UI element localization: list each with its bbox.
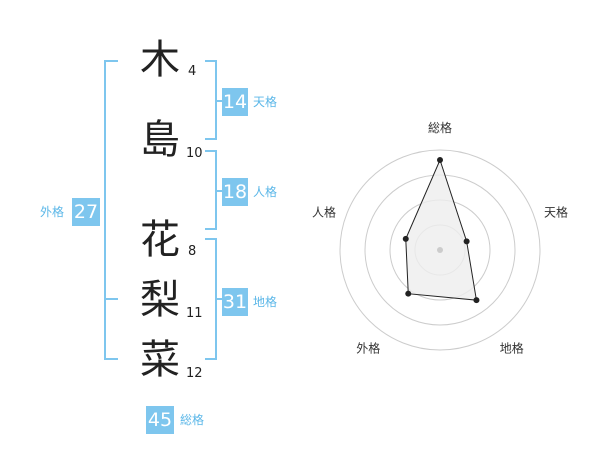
radar-axis-label-2: 天格 xyxy=(544,204,568,219)
tenkaku-connector xyxy=(217,100,223,102)
radar-grid-ring xyxy=(339,149,541,351)
stroke-count-1: 4 xyxy=(188,64,197,79)
stroke-count-3: 8 xyxy=(188,244,197,259)
radar-series-area xyxy=(405,158,478,301)
soukaku-badge: 45 xyxy=(146,406,174,434)
tenkaku-label: 天格 xyxy=(253,95,278,109)
tenkaku-badge: 14 xyxy=(222,88,248,116)
name-char-3: 花 xyxy=(140,217,180,263)
stroke-count-2: 10 xyxy=(186,146,203,161)
gaikaku-badge: 27 xyxy=(72,198,100,226)
radar-point-1 xyxy=(437,157,443,163)
name-char-4: 梨 xyxy=(140,277,180,323)
name-char-5: 菜 xyxy=(140,337,180,383)
radar-axis-label-3: 地格 xyxy=(500,341,524,356)
gaikaku-inner-tick xyxy=(104,298,118,300)
radar-point-4 xyxy=(405,290,412,297)
radar-point-5 xyxy=(402,235,409,242)
chikaku-label: 地格 xyxy=(253,295,278,309)
name-char-2: 島 xyxy=(140,117,180,163)
radar-axis-label-4: 外格 xyxy=(356,341,380,356)
jinkaku-connector xyxy=(217,190,223,192)
chikaku-bracket xyxy=(205,238,217,360)
soukaku-label: 総格 xyxy=(180,413,205,427)
jinkaku-badge: 18 xyxy=(222,178,248,206)
radar-point-2 xyxy=(463,238,470,245)
stroke-count-4: 11 xyxy=(186,306,203,321)
gaikaku-bracket xyxy=(104,60,118,360)
jinkaku-bracket xyxy=(205,150,217,230)
jinkaku-label: 人格 xyxy=(253,185,278,199)
gaikaku-label: 外格 xyxy=(40,205,65,219)
radar-point-3 xyxy=(473,297,480,304)
name-char-1: 木 xyxy=(140,37,180,83)
tenkaku-bracket xyxy=(205,60,217,140)
radar-center-dot xyxy=(437,247,443,253)
radar-axis-label-1: 総格 xyxy=(428,120,452,135)
stroke-count-5: 12 xyxy=(186,366,203,381)
chikaku-badge: 31 xyxy=(222,288,248,316)
radar-axis-label-5: 人格 xyxy=(312,204,336,219)
chikaku-connector xyxy=(217,298,223,300)
